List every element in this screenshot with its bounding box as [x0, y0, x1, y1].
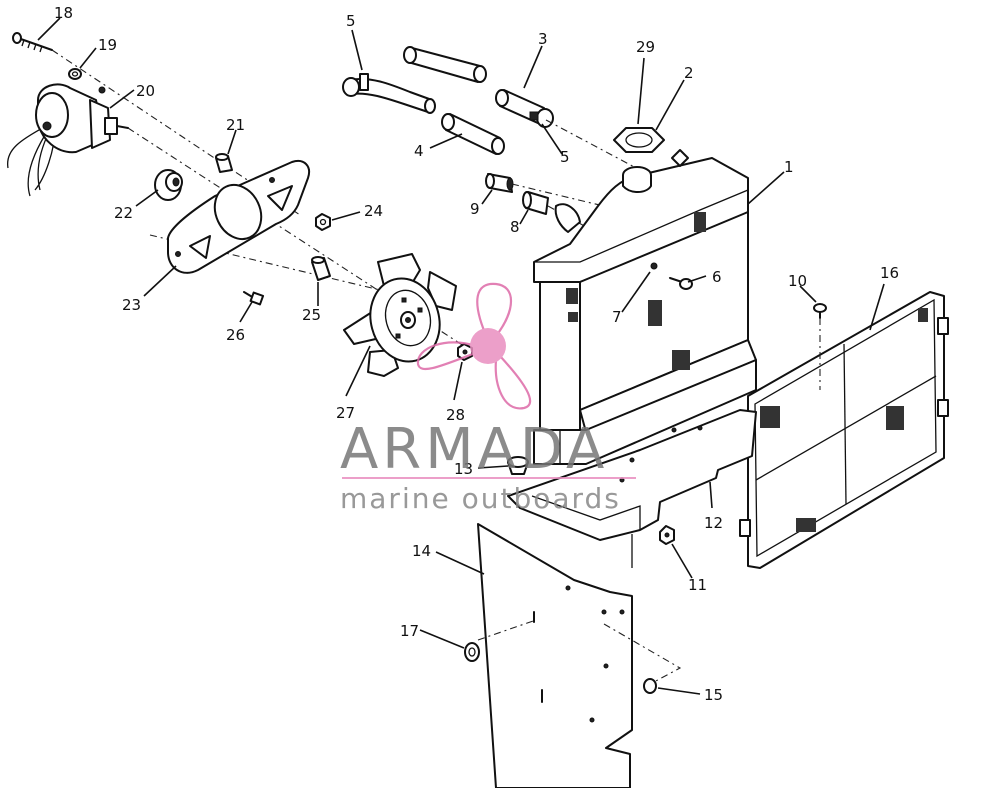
callout-5-lower: 5	[560, 148, 570, 166]
mount-bracket-23	[167, 160, 310, 274]
callout-leaders	[37, 17, 885, 695]
spacer-21	[215, 153, 233, 173]
cooling-fan-27	[343, 253, 457, 377]
callout-10: 10	[788, 272, 807, 290]
callout-19: 19	[98, 36, 117, 54]
callout-5-upper: 5	[346, 12, 356, 30]
callout-6: 6	[712, 268, 722, 286]
propeller-logo-icon	[416, 282, 532, 410]
callout-12: 12	[704, 514, 723, 532]
callout-1: 1	[784, 158, 794, 176]
callout-16: 16	[880, 264, 899, 282]
callout-29: 29	[636, 38, 655, 56]
nut-11	[659, 525, 675, 545]
callout-25: 25	[302, 306, 321, 324]
callout-27: 27	[336, 404, 355, 422]
callout-17: 17	[400, 622, 419, 640]
callout-7: 7	[612, 308, 622, 326]
spacer-25	[311, 256, 331, 281]
hose-4	[441, 113, 505, 155]
callout-13: 13	[454, 460, 473, 478]
washer-19	[68, 68, 82, 80]
callout-15: 15	[704, 686, 723, 704]
callout-26: 26	[226, 326, 245, 344]
fitting-8	[522, 191, 549, 215]
radiator-1	[533, 149, 757, 465]
hose-lower-3	[495, 89, 554, 128]
callout-22: 22	[114, 204, 133, 222]
armada-watermark: ARMADA marine outboards	[340, 282, 636, 515]
callout-11: 11	[688, 576, 707, 594]
grommet-13	[507, 456, 529, 475]
screw-26	[243, 291, 265, 306]
bolt-15	[643, 678, 657, 694]
screw-18	[12, 32, 53, 53]
bushing-22	[154, 169, 183, 201]
callout-8: 8	[510, 218, 520, 236]
bolt-10	[813, 303, 827, 390]
callout-9: 9	[470, 200, 480, 218]
callout-21: 21	[226, 116, 245, 134]
fan-shroud-16	[739, 291, 949, 569]
hose-3	[403, 46, 487, 83]
callout-3: 3	[538, 30, 548, 48]
callout-4: 4	[414, 142, 424, 160]
callout-14: 14	[412, 542, 431, 560]
nut-24	[315, 213, 331, 231]
callout-labels: 18 19 20 21 22 23 24 25 26 27 28 5 3 29 …	[54, 4, 899, 704]
callout-20: 20	[136, 82, 155, 100]
watermark-brand: ARMADA	[340, 417, 608, 482]
fan-motor	[7, 83, 129, 197]
fitting-9	[485, 173, 514, 193]
callout-18: 18	[54, 4, 73, 22]
watermark-tagline: marine outboards	[340, 482, 621, 515]
callout-23: 23	[122, 296, 141, 314]
side-panel-14	[477, 523, 633, 788]
hose-upper-5	[342, 73, 436, 114]
base-plate-12	[507, 409, 757, 568]
callout-2: 2	[684, 64, 694, 82]
gasket-29	[613, 127, 665, 153]
callout-28: 28	[446, 406, 465, 424]
callout-24: 24	[364, 202, 383, 220]
washer-17	[464, 642, 480, 662]
